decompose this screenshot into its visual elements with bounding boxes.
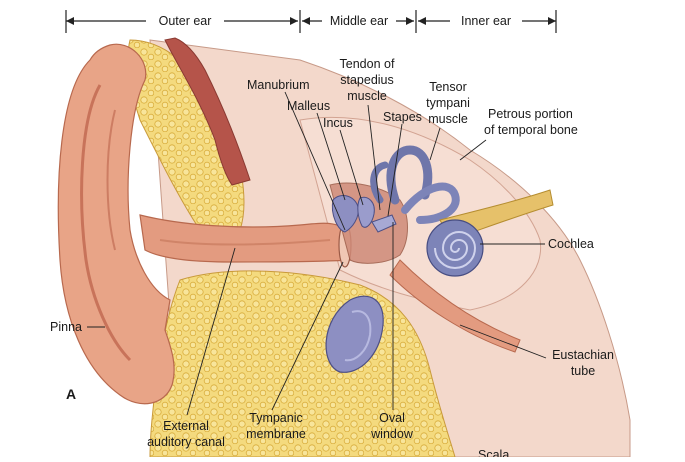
leader-eustachian (459, 324, 547, 359)
leader-stapes (387, 123, 403, 217)
labels: Manubrium Malleus Incus Tendon of staped… (50, 57, 614, 462)
cochlea-shape (426, 219, 484, 277)
label-pinna: Pinna (50, 320, 82, 334)
leader-external-canal (186, 247, 236, 416)
label-eustachian-line1: Eustachian (552, 348, 614, 362)
label-petrous-line2: of temporal bone (484, 123, 578, 137)
vessel-highlight (344, 310, 372, 362)
inner-ear-label-bg (450, 13, 522, 28)
inner-ear-label: Inner ear (461, 14, 511, 28)
inner-ear-arrow-right (548, 17, 556, 25)
temporal-muscle (164, 37, 251, 186)
label-external-canal-line2: auditory canal (147, 435, 225, 449)
middle-ear-arrow-left (302, 17, 310, 25)
leader-malleus (316, 112, 346, 201)
label-tensor-line1: Tensor (429, 80, 467, 94)
semicircular-canal-2 (401, 182, 460, 224)
leader-petrous (459, 139, 487, 161)
outer-ear-arrow-right (290, 17, 298, 25)
label-external-canal-line1: External (163, 419, 209, 433)
semicircular-canal-1 (386, 145, 433, 205)
label-tympanic-line2: membrane (246, 427, 306, 441)
vessel-shape (325, 295, 384, 373)
label-oval-window-line1: Oval (379, 411, 405, 425)
pinna-antihelix-fold (106, 109, 116, 251)
eustachian-tube-shape (389, 259, 521, 353)
middle-ear-label-bg (322, 13, 396, 28)
leader-incus (339, 129, 364, 206)
pinna-shape (57, 43, 175, 405)
outer-ear-arrow-left (66, 17, 74, 25)
label-tensor-line2: tympani (426, 96, 470, 110)
label-tensor-line3: muscle (428, 112, 468, 126)
label-oval-window-line2: window (370, 427, 414, 441)
canal-inner-highlight (159, 239, 331, 246)
label-incus: Incus (323, 116, 353, 130)
leader-tendon (367, 104, 381, 211)
label-manubrium: Manubrium (247, 78, 310, 92)
label-cochlea: Cochlea (548, 237, 594, 251)
leader-lines (87, 91, 547, 416)
label-tympanic-line1: Tympanic (249, 411, 303, 425)
incus-shape (357, 196, 375, 228)
label-eustachian-line2: tube (571, 364, 595, 378)
label-malleus: Malleus (287, 99, 330, 113)
pinna-helix-fold (80, 84, 132, 362)
label-scala: Scala (478, 448, 509, 457)
outer-ear-label: Outer ear (159, 14, 212, 28)
malleus-shape (331, 195, 359, 233)
panel-letter: A (66, 386, 76, 402)
label-tendon-line3: muscle (347, 89, 387, 103)
leader-manubrium (284, 91, 346, 231)
inner-ear-arrow-left (418, 17, 426, 25)
leader-tensor (429, 127, 441, 161)
stapes-shape (371, 214, 397, 233)
anatomy-illustration (57, 37, 631, 458)
label-petrous-line1: Petrous portion (488, 107, 573, 121)
section-header: Outer ear Middle ear Inner ear (65, 10, 557, 33)
leader-tympanic (271, 261, 344, 411)
outer-ear-label-bg (146, 13, 224, 28)
label-stapes: Stapes (383, 110, 422, 124)
label-tendon-line1: Tendon of (340, 57, 395, 71)
middle-ear-label: Middle ear (330, 14, 388, 28)
label-tendon-line2: stapedius (340, 73, 394, 87)
semicircular-canal-3 (370, 161, 389, 204)
middle-ear-arrow-right (406, 17, 414, 25)
